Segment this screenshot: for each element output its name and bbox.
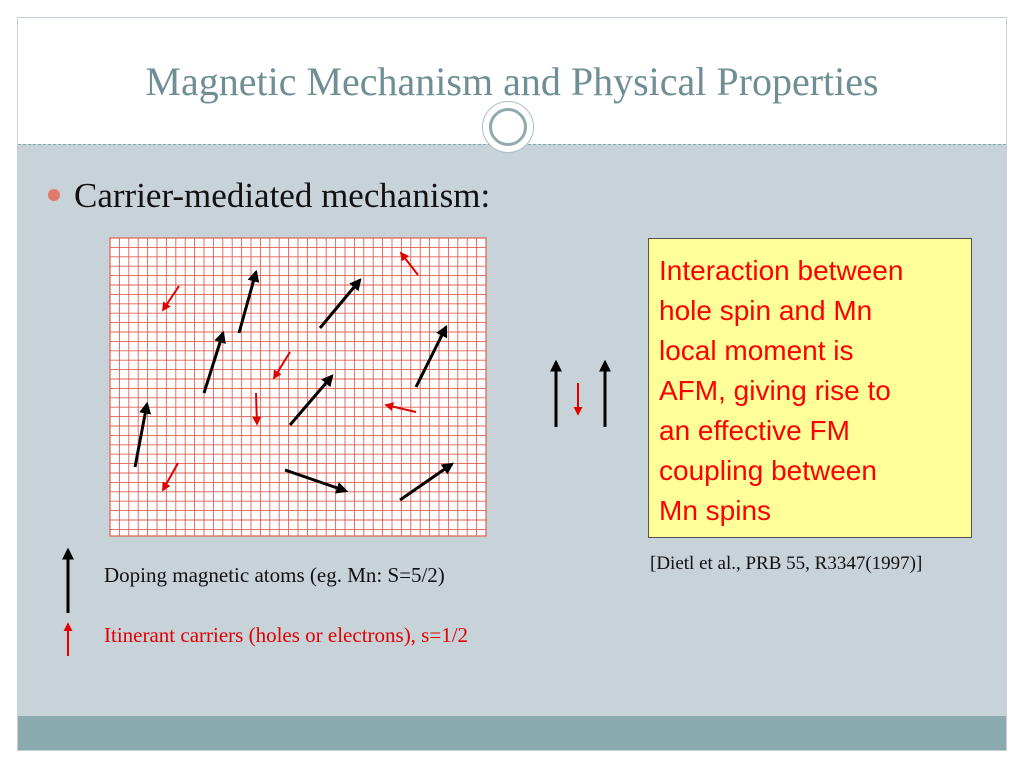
mn-spin-arrow [237, 269, 260, 334]
footer-band [18, 716, 1006, 750]
afm-explanation-box: Interaction between hole spin and Mn loc… [648, 238, 972, 538]
info-line: hole spin and Mn [659, 295, 873, 326]
info-line: Interaction between [659, 255, 904, 286]
carrier-spin-arrow [162, 285, 180, 312]
legend-mn-label: Doping magnetic atoms (eg. Mn: S=5/2) [104, 563, 445, 587]
info-line: Mn spins [659, 495, 772, 526]
info-line: an effective FM [659, 415, 850, 446]
legend-carrier-label: Itinerant carriers (holes or electrons),… [104, 623, 469, 647]
info-line: AFM, giving rise to [659, 375, 891, 406]
carrier-spin-arrow [399, 251, 419, 276]
mn-spin-arrow [284, 468, 349, 494]
mn-spin-arrow [133, 401, 152, 468]
mn-spin-arrows [133, 269, 454, 502]
lattice-grid [109, 237, 487, 537]
mn-spin-arrow [202, 330, 226, 394]
citation: [Dietl et al., PRB 55, R3347(1997)] [650, 553, 923, 574]
carrier-spin-arrows [162, 251, 419, 492]
divider-circle-icon [482, 101, 534, 153]
mn-spin-arrow [399, 462, 454, 502]
mn-spin-arrow [288, 374, 334, 426]
mn-spin-arrow [318, 278, 362, 329]
afm-coupling-icon [550, 359, 611, 427]
carrier-spin-arrow [384, 402, 417, 413]
slide-title: Magnetic Mechanism and Physical Properti… [145, 59, 879, 104]
info-line: coupling between [659, 455, 877, 486]
info-line: local moment is [659, 335, 854, 366]
carrier-spin-arrow [273, 351, 291, 380]
bullet-text: Carrier-mediated mechanism: [74, 176, 491, 215]
carrier-spin-arrow [162, 462, 179, 492]
mn-spin-arrow [414, 324, 448, 388]
bullet-dot-icon [48, 188, 60, 201]
bullet-item: Carrier-mediated mechanism: [48, 176, 490, 216]
carrier-spin-arrow [252, 392, 262, 426]
divider-inner-ring [489, 108, 527, 146]
